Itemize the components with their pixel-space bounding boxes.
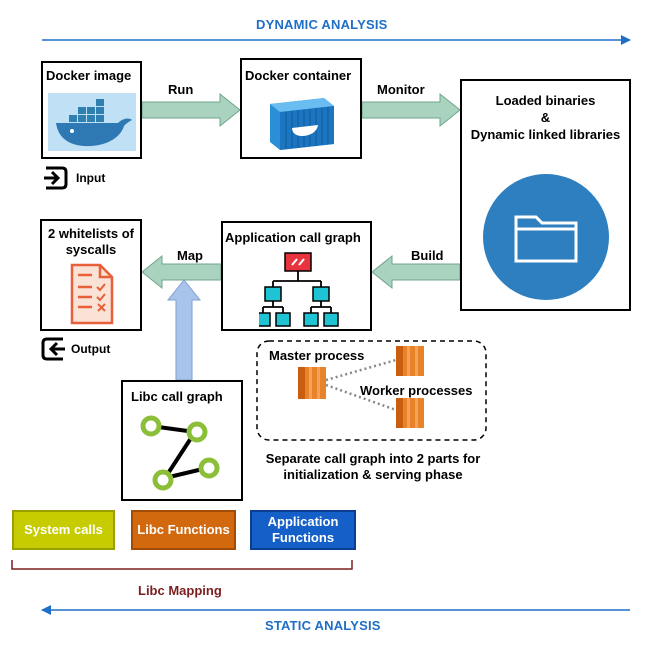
map-arrow xyxy=(141,254,222,290)
loaded-binaries-line1: Loaded binaries xyxy=(495,93,596,108)
libc-call-graph-label: Libc call graph xyxy=(131,389,223,404)
build-label: Build xyxy=(411,248,444,263)
docker-image-label: Docker image xyxy=(46,68,132,83)
application-functions-box: Application Functions xyxy=(250,510,356,550)
docker-container-icon xyxy=(270,98,334,150)
app-call-graph-label: Application call graph xyxy=(225,230,361,245)
build-arrow xyxy=(371,254,461,290)
system-calls-box: System calls xyxy=(12,510,115,550)
loaded-binaries-ampersand: & xyxy=(540,110,551,125)
libc-call-graph-box: Libc call graph xyxy=(121,380,243,501)
docker-image-box: Docker image xyxy=(41,61,142,159)
monitor-arrow xyxy=(361,92,461,128)
libc-mapping-label: Libc Mapping xyxy=(138,583,222,598)
folder-icon xyxy=(483,174,609,300)
process-connector-bottom xyxy=(325,383,397,412)
process-connector-top xyxy=(325,358,397,382)
libc-up-arrow xyxy=(166,279,202,381)
libc-functions-label: Libc Functions xyxy=(137,522,230,537)
run-arrow xyxy=(141,92,241,128)
app-tree-icon xyxy=(259,252,339,327)
master-process-icon xyxy=(298,367,326,399)
docker-container-label: Docker container xyxy=(245,68,352,83)
libc-graph-icon xyxy=(140,415,220,491)
libc-mapping-bracket xyxy=(11,560,353,570)
worker-process-icon-2 xyxy=(396,398,424,428)
master-process-label: Master process xyxy=(269,348,365,363)
dynamic-analysis-title: DYNAMIC ANALYSIS xyxy=(256,17,388,32)
worker-process-icon-1 xyxy=(396,346,424,376)
run-label: Run xyxy=(168,82,194,97)
system-calls-label: System calls xyxy=(24,522,103,537)
libc-functions-box: Libc Functions xyxy=(131,510,236,550)
process-dashed-box xyxy=(256,340,487,441)
application-functions-line2: Functions xyxy=(271,530,335,545)
docker-container-box: Docker container xyxy=(240,58,362,159)
app-call-graph-box: Application call graph xyxy=(221,221,372,331)
whitelists-line2: syscalls xyxy=(65,242,117,257)
loaded-binaries-line3: Dynamic linked libraries xyxy=(470,127,621,142)
output-label: Output xyxy=(71,342,111,356)
input-icon xyxy=(44,166,68,190)
output-icon xyxy=(41,337,65,361)
map-label: Map xyxy=(177,248,203,263)
loaded-binaries-box: Loaded binaries & Dynamic linked librari… xyxy=(460,79,631,311)
process-caption-line1: Separate call graph into 2 parts for xyxy=(265,451,481,466)
input-label: Input xyxy=(76,171,106,185)
docker-whale-icon xyxy=(48,93,136,151)
checklist-icon xyxy=(70,263,114,325)
process-caption-line2: initialization & serving phase xyxy=(283,467,463,482)
monitor-label: Monitor xyxy=(377,82,425,97)
application-functions-line1: Application xyxy=(267,514,339,529)
worker-processes-label: Worker processes xyxy=(360,383,473,398)
whitelists-line1: 2 whitelists of xyxy=(48,226,134,241)
static-analysis-title: STATIC ANALYSIS xyxy=(265,618,381,633)
whitelists-box: 2 whitelists of syscalls xyxy=(40,219,142,331)
